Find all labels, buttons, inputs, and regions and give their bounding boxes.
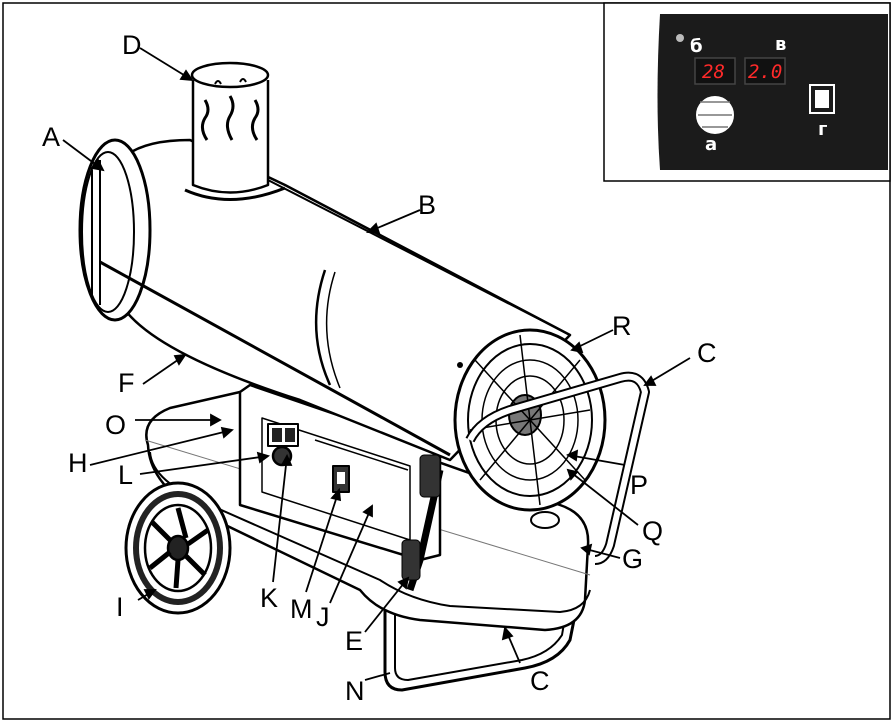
base-frame: [383, 590, 580, 692]
label-n: N: [345, 676, 365, 706]
label-r: R: [612, 311, 632, 341]
label-i: I: [116, 592, 124, 622]
label-g: G: [622, 544, 643, 574]
label-e: E: [345, 626, 363, 656]
wheel: [124, 481, 232, 615]
label-f: F: [118, 368, 135, 398]
display-v: [744, 57, 786, 85]
inset-label-b: б: [690, 36, 703, 57]
fan-guard: [453, 328, 607, 512]
control-panel-inset: 28 2.0 б в а г: [603, 2, 891, 182]
display-right-value: 2.0: [748, 61, 782, 83]
label-a: A: [42, 122, 60, 152]
callout-labels: A B C C D E F G H I J K L M N O P Q R: [42, 30, 717, 706]
label-j: J: [316, 602, 330, 632]
label-c-top: C: [697, 338, 717, 368]
label-m: M: [290, 594, 313, 624]
rear-ring: [78, 138, 152, 322]
label-d: D: [122, 30, 142, 60]
label-o: O: [105, 410, 126, 440]
label-b: B: [418, 190, 436, 220]
inset-label-v: в: [775, 34, 786, 55]
bracket-e: [401, 539, 421, 581]
clamp: [419, 454, 441, 498]
callout-lines: [62, 47, 691, 681]
label-p: P: [630, 470, 648, 500]
label-l: L: [118, 460, 133, 490]
inset-label-a: а: [705, 134, 717, 155]
label-h: H: [68, 448, 88, 478]
power-switch-g: [809, 84, 835, 114]
chimney: [184, 61, 286, 202]
display-left-value: 28: [702, 61, 725, 83]
label-c-bottom: C: [530, 666, 550, 696]
label-q: Q: [642, 516, 663, 546]
display-b: [694, 57, 736, 85]
label-k: K: [260, 583, 278, 613]
inset-label-g: г: [818, 119, 827, 140]
